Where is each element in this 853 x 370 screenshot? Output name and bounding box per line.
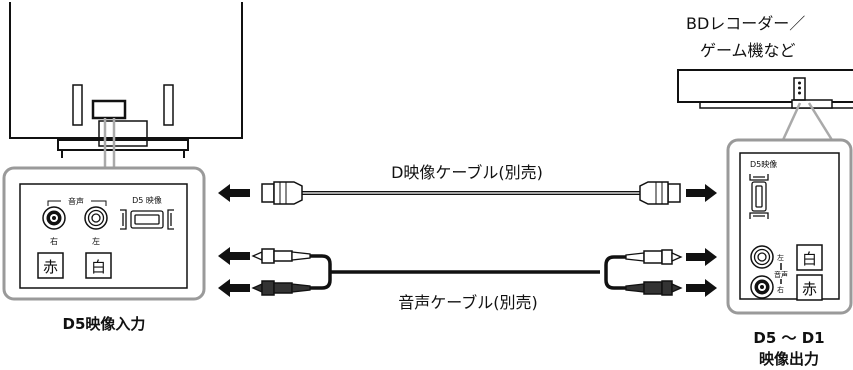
tv-zoom-lines [103,118,116,168]
tv-panel-frame [2,166,206,301]
device-d5-label: D5映像 [750,159,777,169]
audio-cable-label: 音声ケーブル(別売) [398,293,538,312]
d-video-cable-label: D映像ケーブル(別売) [391,163,543,182]
tv-jack-white [84,206,108,230]
device-red-text: 赤 [802,280,817,298]
device-red-box [796,274,823,301]
device-panel-inner [739,152,840,300]
device-panel-frame [726,138,853,315]
tv-d5-port-icon [120,209,174,230]
tv-red-box [37,252,64,279]
arrow-left-d-video [218,184,250,202]
audio-cable [310,254,626,290]
audio-plug-right-red [625,280,683,296]
device-caption-line2: 映像出力 [759,350,819,368]
d-video-cable [261,181,681,205]
recorder-device [677,69,853,109]
device-jack-white [750,245,774,269]
audio-plug-right-white [625,249,683,265]
tv-white-text: 白 [91,258,106,276]
audio-plug-left-red [251,280,311,296]
audio-plug-left-white [251,248,311,264]
device-audio-label: 音声 [774,270,788,279]
arrow-left-audio-red [218,279,250,297]
arrow-right-audio-red [686,279,717,297]
device-zoom-lines [781,102,834,141]
tv-rear [9,2,243,158]
tv-panel-inner [19,183,188,289]
tv-right-label: 右 [50,236,58,246]
device-jack-red [750,275,774,299]
tv-d5-label: D5 映像 [132,195,162,205]
tv-red-text: 赤 [43,258,58,276]
tv-audio-label: 音声 [68,196,84,206]
device-d5-port-icon [749,174,769,219]
device-left-label: 左 [777,253,784,262]
device-white-box [796,244,823,271]
device-white-text: 白 [802,250,817,268]
device-label-line1: BDレコーダー／ [686,14,805,33]
arrow-right-audio-white [686,248,717,266]
device-right-label: 右 [777,285,784,294]
arrow-left-audio-white [218,247,250,265]
tv-jack-red [42,206,66,230]
device-label-line2: ゲーム機など [700,41,796,60]
tv-left-label: 左 [92,236,100,246]
tv-white-box [85,252,112,279]
device-caption-line1: D5 ～ D1 [753,329,824,347]
arrow-right-d-video [686,184,717,202]
tv-caption: D5映像入力 [63,315,146,333]
